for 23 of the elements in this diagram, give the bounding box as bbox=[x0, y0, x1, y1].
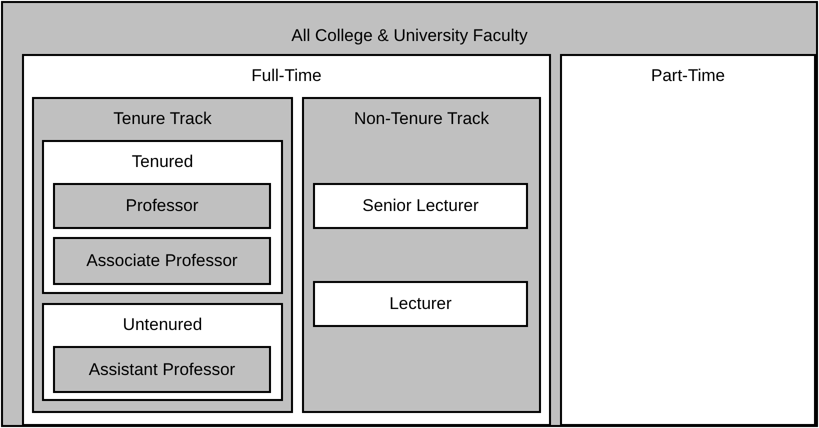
group-label: Part-Time bbox=[650, 65, 726, 87]
group-box bbox=[42, 303, 283, 401]
group-box bbox=[302, 97, 541, 413]
role-label: Lecturer bbox=[388, 293, 453, 316]
group-box bbox=[32, 97, 293, 413]
role-label: Professor bbox=[124, 195, 200, 218]
group-box bbox=[22, 54, 551, 426]
role-box bbox=[53, 183, 271, 229]
role-box bbox=[313, 183, 528, 229]
group-label: All College & University Faculty bbox=[290, 25, 529, 47]
role-box bbox=[53, 346, 271, 393]
group-label: Tenured bbox=[130, 151, 194, 173]
group-label: Non-Tenure Track bbox=[352, 108, 490, 130]
role-box bbox=[313, 281, 528, 327]
role-box bbox=[53, 237, 271, 285]
role-label: Assistant Professor bbox=[88, 358, 236, 381]
group-box bbox=[42, 140, 283, 294]
group-label: Untenured bbox=[122, 314, 204, 336]
role-label: Associate Professor bbox=[85, 250, 239, 272]
group-box bbox=[560, 54, 816, 426]
group-label: Full-Time bbox=[250, 65, 323, 87]
group-label: Tenure Track bbox=[112, 108, 213, 130]
role-label: Senior Lecturer bbox=[361, 195, 480, 218]
